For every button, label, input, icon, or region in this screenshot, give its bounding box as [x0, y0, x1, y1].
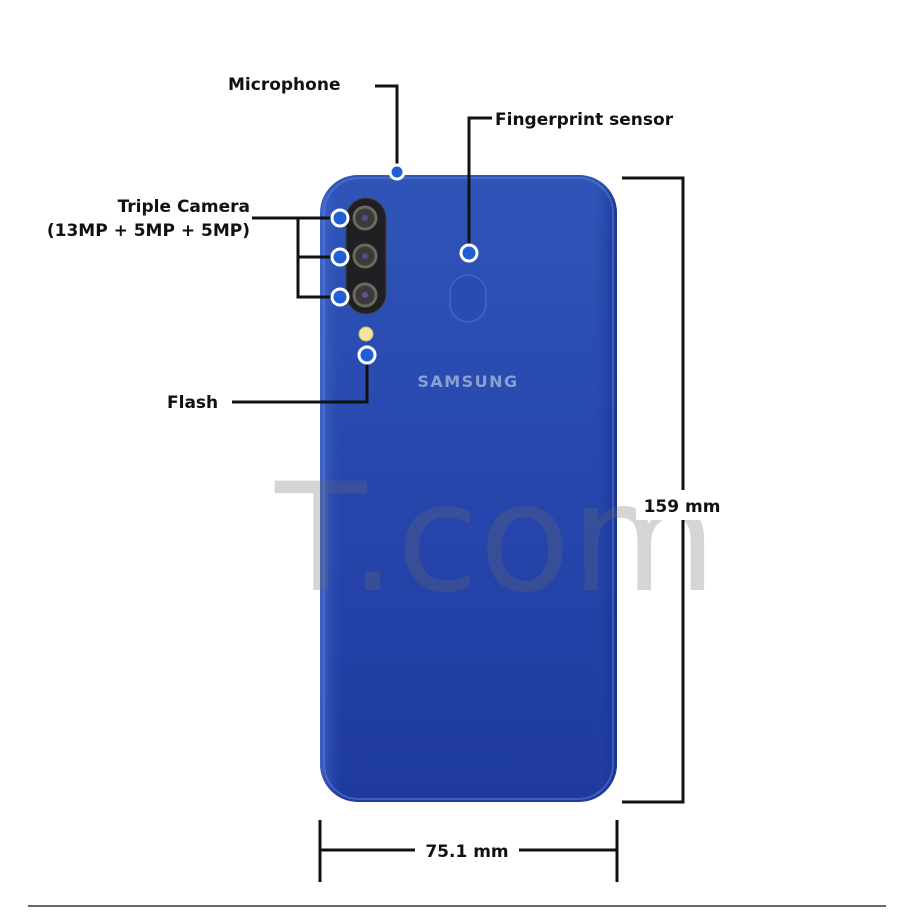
microphone-marker	[388, 163, 406, 181]
flash-label: Flash	[167, 393, 218, 413]
fingerprint-marker	[459, 243, 479, 263]
camera-marker-3	[330, 287, 350, 307]
camera-spec-label: (13MP + 5MP + 5MP)	[47, 221, 250, 241]
microphone-label: Microphone	[228, 75, 340, 95]
camera-module	[345, 197, 387, 315]
watermark: T.com	[274, 452, 717, 626]
flash-marker	[357, 345, 377, 365]
fingerprint-sensor	[449, 274, 487, 323]
camera-marker-1	[330, 208, 350, 228]
width-dimension: 75.1 mm	[318, 820, 619, 882]
flash-led	[358, 326, 374, 342]
brand-logo: SAMSUNG	[417, 372, 518, 391]
triple-camera-label: Triple Camera	[118, 197, 250, 217]
camera-marker-2	[330, 247, 350, 267]
width-label: 75.1 mm	[425, 842, 508, 862]
height-dimension: 159 mm	[622, 176, 728, 804]
fingerprint-label: Fingerprint sensor	[495, 110, 674, 130]
height-label: 159 mm	[644, 497, 721, 517]
